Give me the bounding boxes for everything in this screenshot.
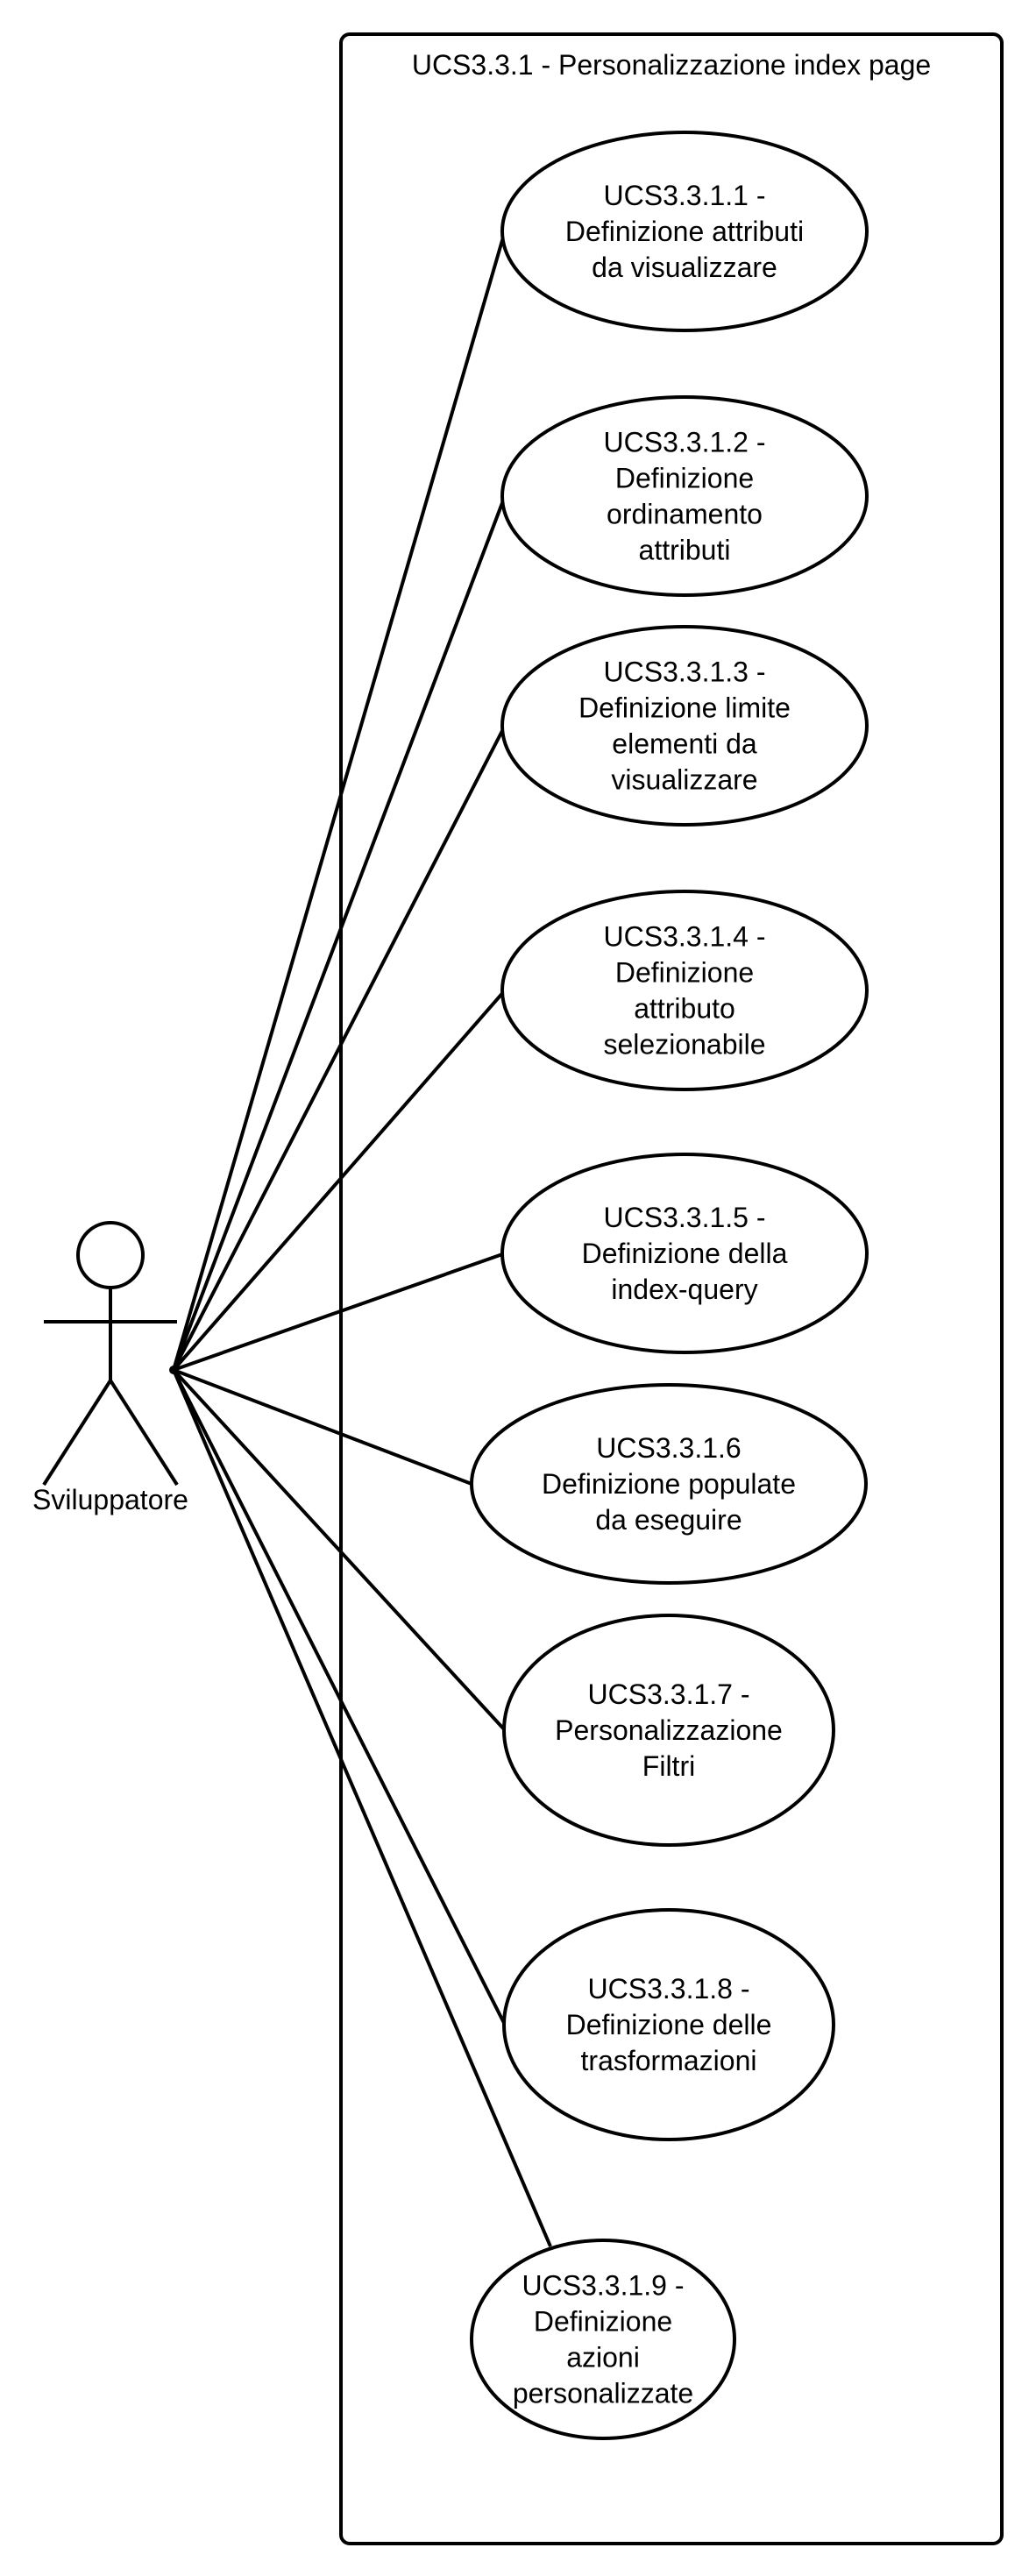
use-case-label-8-line-1: UCS3.3.1.8 - <box>588 1973 750 2005</box>
association-line-7 <box>172 1368 507 1732</box>
use-case-ellipse-6 <box>470 1383 868 1585</box>
use-case-label-2-line-1: UCS3.3.1.2 - <box>604 427 766 458</box>
use-case-9: UCS3.3.1.9 - Definizione azioni personalizz… <box>470 2239 736 2440</box>
use-case-2: UCS3.3.1.2 - Definizione ordinamento attrib… <box>500 395 869 597</box>
use-case-label-1-line-2: Definizione attributi <box>565 216 804 247</box>
system-boundary <box>339 32 1004 2545</box>
association-origin <box>169 1366 178 1374</box>
use-case-label-1-line-3: da visualizzare <box>592 252 777 283</box>
association-line-4 <box>172 989 507 1372</box>
use-case-8: UCS3.3.1.8 - Definizione delle trasformazi… <box>502 1908 835 2141</box>
use-case-label-2-line-4: attributi <box>639 535 731 566</box>
use-case-label-3-line-4: visualizzare <box>611 764 757 796</box>
use-case-label-4-line-1: UCS3.3.1.4 - <box>604 921 766 953</box>
actor-sviluppatore <box>42 1221 179 1487</box>
use-case-ellipse-3 <box>500 625 869 827</box>
use-case-label-7-line-3: Filtri <box>642 1750 695 1782</box>
use-case-ellipse-1 <box>500 131 869 332</box>
use-cases: UCS3.3.1.1 - Definizione attributi da visu… <box>470 131 869 2440</box>
use-case-label-3-line-3: elementi da <box>612 728 757 760</box>
use-case-label-2-line-2: Definizione <box>615 463 754 494</box>
use-case-label-3-line-1: UCS3.3.1.3 - <box>604 656 766 688</box>
use-case-ellipse-4 <box>500 890 869 1091</box>
association-line-2 <box>172 495 507 1371</box>
use-case-5: UCS3.3.1.5 - Definizione della index-query <box>500 1153 869 1354</box>
use-case-4: UCS3.3.1.4 - Definizione attributo selezion… <box>500 890 869 1091</box>
association-line-8 <box>172 1369 507 2026</box>
use-case-label-5-line-3: index-query <box>611 1274 757 1305</box>
use-case-label-8-line-2: Definizione delle <box>566 2009 772 2040</box>
use-case-ellipse-7 <box>502 1614 835 1847</box>
use-case-label-1-line-1: UCS3.3.1.1 - <box>604 180 766 211</box>
use-case-label-4-line-2: Definizione <box>615 957 754 989</box>
use-case-label-9-line-4: personalizzate <box>513 2378 693 2409</box>
use-case-label-3-line-2: Definizione limite <box>578 692 791 724</box>
use-case-label-6-line-2: Definizione populate <box>542 1468 796 1500</box>
use-case-ellipse-5 <box>500 1153 869 1354</box>
association-line-6 <box>173 1368 472 1486</box>
use-case-1: UCS3.3.1.1 - Definizione attributi da visu… <box>500 131 869 332</box>
use-case-label-7-line-2: Personalizzazione <box>555 1714 783 1746</box>
actor-right-leg <box>109 1379 179 1487</box>
system-title: UCS3.3.1 - Personalizzazione index page <box>412 49 931 81</box>
use-case-label-4-line-4: selezionabile <box>603 1029 765 1061</box>
use-case-label-5-line-2: Definizione della <box>582 1238 788 1269</box>
use-case-label-9-line-3: azioni <box>566 2342 640 2374</box>
use-case-label-6-line-1: UCS3.3.1.6 <box>596 1432 741 1464</box>
association-line-3 <box>172 725 507 1371</box>
use-case-3: UCS3.3.1.3 - Definizione limite elementi d… <box>500 625 869 827</box>
actor-left-leg <box>42 1379 112 1487</box>
use-case-label-7-line-1: UCS3.3.1.7 - <box>588 1678 750 1710</box>
associations <box>172 231 552 2247</box>
use-case-label-9-line-2: Definizione <box>534 2306 672 2338</box>
use-case-label-6-line-3: da eseguire <box>595 1504 742 1536</box>
use-case-label-4-line-3: attributo <box>634 993 735 1025</box>
use-case-label-8-line-3: trasformazioni <box>581 2045 757 2076</box>
use-case-ellipse-2 <box>500 395 869 597</box>
association-line-1 <box>172 231 507 1371</box>
use-case-label-5-line-1: UCS3.3.1.5 - <box>604 1202 766 1233</box>
use-case-label-2-line-3: ordinamento <box>607 499 763 530</box>
association-line-9 <box>172 1369 552 2247</box>
use-case-ellipse-9 <box>470 2239 736 2440</box>
use-case-label-9-line-1: UCS3.3.1.9 - <box>522 2270 685 2302</box>
actor-head <box>76 1221 145 1289</box>
actor-label: Sviluppatore <box>32 1484 188 1515</box>
association-line-5 <box>173 1252 506 1372</box>
use-case-ellipse-8 <box>502 1908 835 2141</box>
